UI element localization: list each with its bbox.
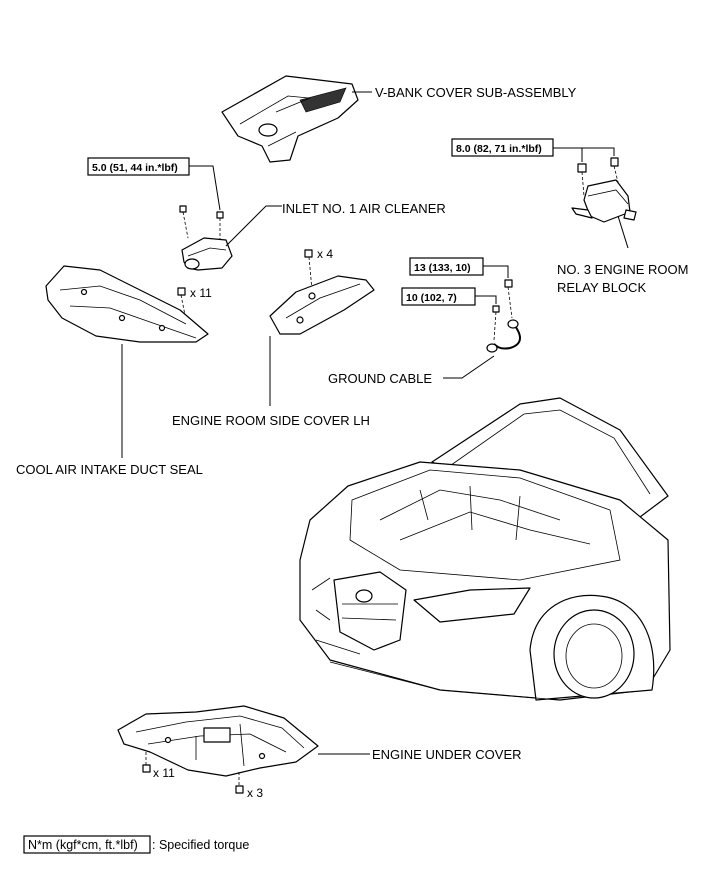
- inlet-bolts: [179, 205, 224, 240]
- ground-cable-leader: [443, 355, 495, 379]
- under-cover-clips-b: [235, 772, 244, 794]
- torque-inlet-value: 5.0 (51, 44 in.*lbf): [92, 162, 178, 174]
- under-cover-clips-a: [142, 752, 151, 773]
- side-cover-clip: [304, 249, 313, 291]
- legend-unit: N*m (kgf*cm, ft.*lbf): [28, 838, 138, 852]
- torque-inlet-leader: [189, 165, 221, 211]
- torque-relay-value: 8.0 (82, 71 in.*lbf): [456, 143, 542, 155]
- legend-unit-box: [23, 835, 151, 854]
- side-cover-clip-qty: x 4: [317, 247, 333, 261]
- side-cover-label: ENGINE ROOM SIDE COVER LH: [172, 413, 370, 428]
- torque-relay-leader-b: [553, 147, 615, 156]
- side-cover-illustration: [269, 275, 375, 335]
- relay-block-leader: [617, 215, 629, 249]
- torque-relay-leader-a: [553, 147, 583, 162]
- legend-description: : Specified torque: [152, 838, 249, 852]
- relay-block-label-line2: RELAY BLOCK: [557, 280, 646, 295]
- torque-ground-top-value: 13 (133, 10): [414, 262, 471, 274]
- v-bank-cover-illustration: [221, 75, 359, 163]
- relay-block-label-line1: NO. 3 ENGINE ROOM: [557, 262, 688, 277]
- inlet-air-cleaner-illustration: [181, 237, 233, 271]
- under-cover-clip-qty-a: x 11: [153, 766, 175, 780]
- inlet-air-cleaner-label: INLET NO. 1 AIR CLEANER: [282, 201, 446, 216]
- duct-seal-clip-qty: x 11: [190, 286, 212, 300]
- relay-block-illustration: [571, 179, 637, 223]
- torque-ground-top-leader: [483, 265, 509, 278]
- ground-cable-illustration: [486, 279, 521, 353]
- duct-seal-label: COOL AIR INTAKE DUCT SEAL: [16, 462, 203, 477]
- under-cover-label: ENGINE UNDER COVER: [372, 747, 522, 762]
- under-cover-clip-qty-b: x 3: [247, 786, 263, 800]
- torque-ground-bottom-leader: [475, 295, 497, 304]
- v-bank-cover-label: V-BANK COVER SUB-ASSEMBLY: [375, 85, 577, 100]
- torque-ground-bottom-value: 10 (102, 7): [406, 292, 457, 304]
- ground-cable-label: GROUND CABLE: [328, 371, 432, 386]
- duct-seal-illustration: [45, 265, 209, 343]
- inlet-air-cleaner-leader: [225, 205, 282, 247]
- under-cover-illustration: [117, 705, 319, 777]
- car-front-illustration: [299, 397, 671, 701]
